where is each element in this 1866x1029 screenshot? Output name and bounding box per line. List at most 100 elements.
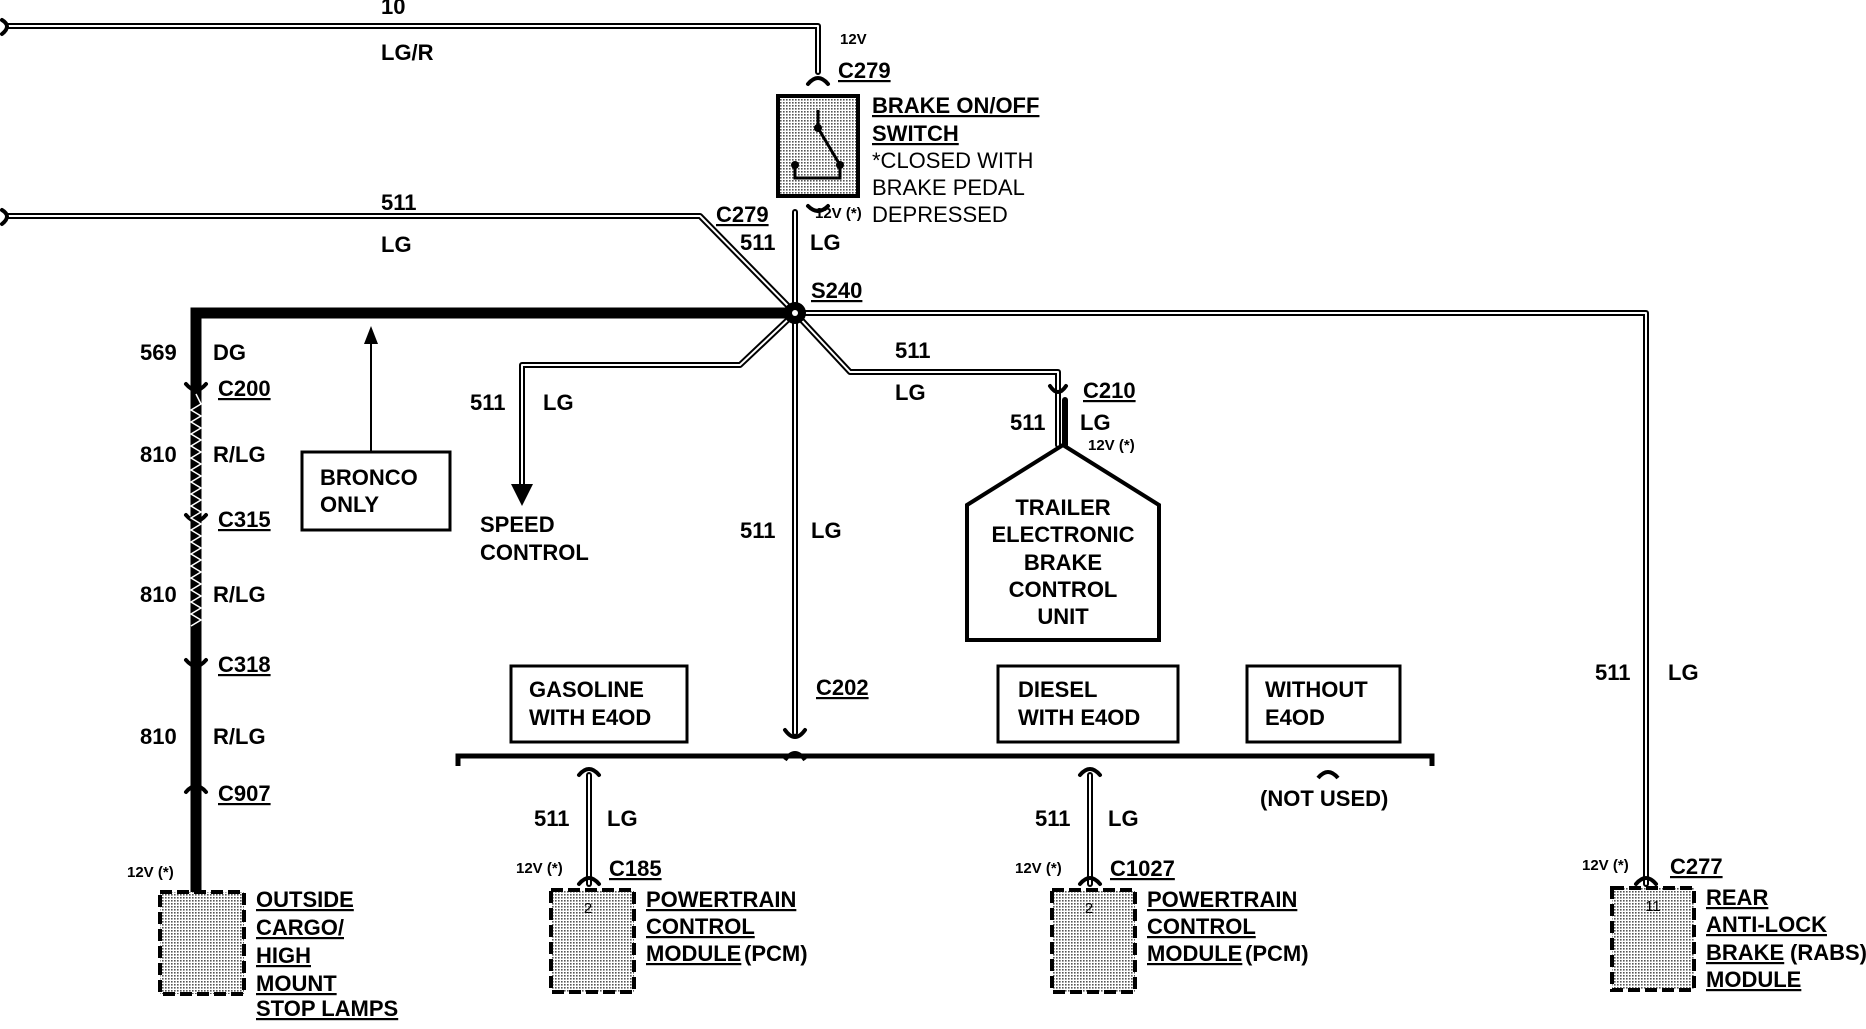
- connector-label-c315: C315: [218, 507, 271, 532]
- stop-lamp-module-4: MOUNT: [256, 971, 337, 996]
- arrow-up-icon: [364, 326, 378, 344]
- connector-label-c279-bottom: C279: [716, 202, 769, 227]
- connector-label-c185: C185: [609, 856, 662, 881]
- arrow-down-icon: [511, 484, 533, 506]
- wire-break-icon-2: [0, 208, 9, 226]
- wire-stripe: [189, 393, 203, 627]
- rabs-color: LG: [1668, 660, 1699, 685]
- connector-c1027: [1078, 876, 1102, 886]
- connector-label-c210: C210: [1083, 378, 1136, 403]
- option-without-1: WITHOUT: [1265, 677, 1368, 702]
- stop-lamp-color: DG: [213, 340, 246, 365]
- stop-lamp-circuit: 569: [140, 340, 177, 365]
- left-wire-color: LG: [381, 232, 412, 257]
- pcm-gas-label-3b: (PCM): [744, 941, 808, 966]
- pcm-gas-circuit: 511: [534, 806, 570, 831]
- connector-label-c318: C318: [218, 652, 271, 677]
- option-diesel-2: WITH E4OD: [1018, 705, 1140, 730]
- option-gas-2: WITH E4OD: [529, 705, 651, 730]
- option-without-2: E4OD: [1265, 705, 1325, 730]
- pcm-diesel-color: LG: [1108, 806, 1139, 831]
- pcm-diesel-label-3b: (PCM): [1245, 941, 1309, 966]
- pcm-gas-label-1: POWERTRAIN: [646, 887, 796, 912]
- splice-s240: S240: [792, 209, 862, 736]
- bronco-note-1: BRONCO: [320, 465, 418, 490]
- trailer-label-1: TRAILER: [1015, 495, 1110, 520]
- rabs-branch: 511 LG 12V (*) C277 11 REAR ANTI-LOCK BR…: [784, 302, 1866, 992]
- stop-lamp-module-5: STOP LAMPS: [256, 996, 398, 1021]
- brake-switch: BRAKE ON/OFF SWITCH *CLOSED WITH BRAKE P…: [776, 93, 1039, 227]
- connector-c202: [783, 728, 807, 739]
- trailer-label-4: CONTROL: [1009, 577, 1118, 602]
- connector-c277: [1634, 876, 1658, 886]
- rabs-label-4: MODULE: [1706, 967, 1801, 992]
- connector-label-c202: C202: [816, 675, 869, 700]
- rabs-label-3: BRAKE: [1706, 940, 1784, 965]
- left-wire: 511 LG: [0, 190, 798, 316]
- pcm-gas: 511 LG 12V (*) C185 2 POWERTRAIN CONTROL…: [516, 767, 808, 994]
- stop-lamp-module-3: HIGH: [256, 943, 311, 968]
- pcm-gas-color: LG: [607, 806, 638, 831]
- brake-switch-note-2: BRAKE PEDAL: [872, 175, 1025, 200]
- pcm-diesel-circuit: 511: [1035, 806, 1071, 831]
- rabs-circuit: 511: [1595, 660, 1631, 685]
- trailer-circuit-b: 511: [1010, 410, 1046, 435]
- top-wire-color: LG/R: [381, 40, 434, 65]
- connector-c279-bottom: [806, 204, 830, 213]
- pcm-gas-label-2: CONTROL: [646, 914, 755, 939]
- trailer-label-3: BRAKE: [1024, 550, 1102, 575]
- pcm-diesel-label-2: CONTROL: [1147, 914, 1256, 939]
- option-not-used: (NOT USED): [1260, 786, 1388, 811]
- stop-lamp-voltage: 12V (*): [127, 864, 174, 881]
- brake-switch-note-1: *CLOSED WITH: [872, 148, 1033, 173]
- top-wire-circuit: 10: [381, 0, 405, 19]
- trailer-color-b: LG: [1080, 410, 1111, 435]
- splice-label: S240: [811, 278, 862, 303]
- connector-c318: [184, 658, 208, 668]
- switch-output-circuit: 511: [740, 230, 776, 255]
- trailer-label-5: UNIT: [1037, 604, 1089, 629]
- speed-control-branch: 511 LG SPEED CONTROL: [470, 310, 798, 565]
- connector-c210: [1048, 384, 1068, 394]
- seg2-color: R/LG: [213, 582, 266, 607]
- stop-lamp-module-2: CARGO/: [256, 915, 344, 940]
- pcm-gas-label-3: MODULE: [646, 941, 741, 966]
- connector-c907: [184, 784, 208, 794]
- switch-output-voltage: 12V (*): [815, 205, 862, 222]
- pcm-diesel: 511 LG 12V (*) C1027 2 POWERTRAIN CONTRO…: [1015, 767, 1309, 994]
- center-wire-color: LG: [811, 518, 842, 543]
- switch-output: C279 12V (*) 511 LG: [716, 202, 862, 255]
- option-bus: GASOLINE WITH E4OD DIESEL WITH E4OD WITH…: [455, 664, 1435, 811]
- trailer-voltage: 12V (*): [1088, 437, 1135, 454]
- pcm-diesel-label-3: MODULE: [1147, 941, 1242, 966]
- connector-label-c279-top: C279: [838, 58, 891, 83]
- trailer-label-2: ELECTRONIC: [992, 522, 1135, 547]
- connector-label-c907: C907: [218, 781, 271, 806]
- rabs-label-2: ANTI-LOCK: [1706, 912, 1827, 937]
- trailer-circuit-a: 511: [895, 338, 931, 363]
- option-diesel-1: DIESEL: [1018, 677, 1097, 702]
- connector-label-c200: C200: [218, 376, 271, 401]
- left-wire-circuit: 511: [381, 190, 417, 215]
- bronco-note-2: ONLY: [320, 492, 379, 517]
- speed-circuit: 511: [470, 390, 506, 415]
- brake-switch-title-2: SWITCH: [872, 121, 959, 146]
- top-wire: 10 LG/R 12V C279: [0, 0, 891, 86]
- rabs-label-1: REAR: [1706, 885, 1768, 910]
- seg2-circuit: 810: [140, 582, 177, 607]
- brake-switch-note-3: DEPRESSED: [872, 202, 1008, 227]
- seg3-circuit: 810: [140, 724, 177, 749]
- pcm-diesel-pin: 2: [1085, 900, 1093, 917]
- wire-break-icon: [0, 18, 9, 36]
- stop-lamp-module-1: OUTSIDE: [256, 887, 354, 912]
- seg1-color: R/LG: [213, 442, 266, 467]
- stop-lamp-branch: 569 DG C200 810 R/LG C315 810 R/LG C318 …: [127, 307, 795, 1021]
- rabs-label-3b: (RABS): [1790, 940, 1866, 965]
- connector-c279-top: [806, 76, 830, 86]
- connector-label-c277: C277: [1670, 854, 1723, 879]
- seg1-circuit: 810: [140, 442, 177, 467]
- center-wire-circuit: 511: [740, 518, 776, 543]
- trailer-color-a: LG: [895, 380, 926, 405]
